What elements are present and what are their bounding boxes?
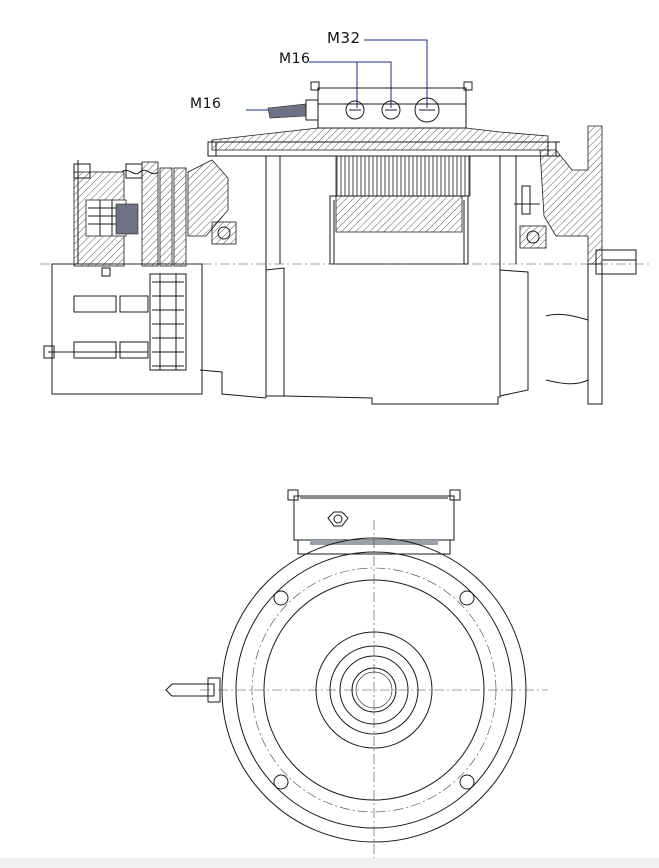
bolt-hole: [273, 590, 289, 606]
bearing-right: [519, 225, 547, 249]
leader-lines: [246, 39, 428, 111]
gland-nut-icon: [327, 511, 349, 527]
bolt-hole: [459, 590, 475, 606]
m16-side-label: M16: [190, 96, 222, 112]
side-cable-gland-icon: [267, 103, 307, 119]
brake-assembly: [43, 159, 267, 399]
bolt-hole: [273, 774, 289, 790]
terminal-box: [267, 81, 473, 129]
release-lever-icon: [165, 677, 221, 703]
m16-top-label: M16: [279, 51, 311, 67]
m16-gland-icon: [345, 100, 365, 120]
bearing-left: [211, 221, 237, 245]
m32-label: M32: [327, 29, 361, 47]
m16-gland-icon: [381, 100, 401, 120]
side-section-view: [40, 39, 650, 405]
shaft-end: [595, 249, 637, 275]
stator-fins: [329, 155, 471, 265]
motor-body: [265, 156, 589, 405]
front-end-view: [165, 489, 548, 862]
m32-gland-icon: [414, 97, 440, 123]
bolt-hole: [459, 774, 475, 790]
end-flange: [514, 125, 637, 405]
housing-top: [207, 127, 560, 157]
bottom-scroll-strip: [0, 858, 659, 868]
